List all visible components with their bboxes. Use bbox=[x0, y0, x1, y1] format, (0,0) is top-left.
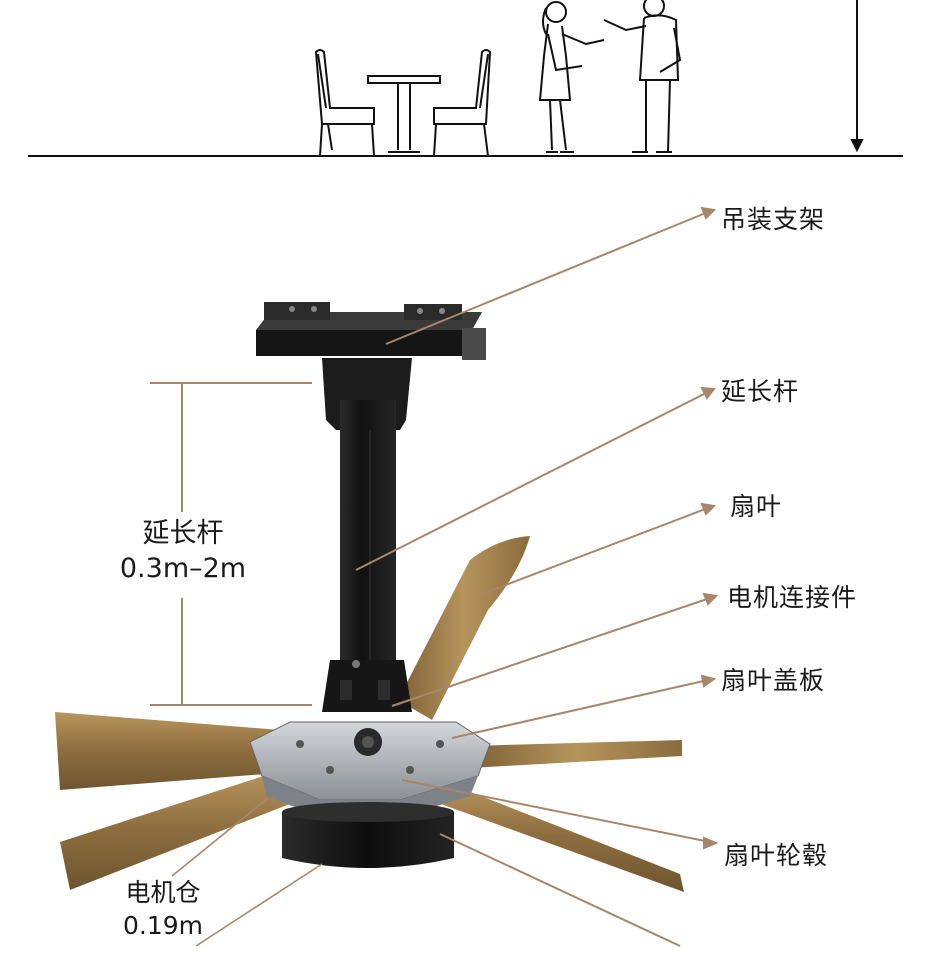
leader-blade-hub bbox=[401, 779, 711, 843]
leader-fan-blade bbox=[481, 507, 709, 595]
room-scene bbox=[28, 0, 903, 157]
leader-motor-connector bbox=[391, 597, 711, 707]
fan-blades bbox=[55, 536, 684, 892]
chair-left-icon bbox=[314, 49, 375, 157]
man-figure-icon bbox=[603, 0, 682, 153]
label-blade-hub: 扇叶轮毂 bbox=[724, 841, 829, 870]
label-blade-cover-plate: 扇叶盖板 bbox=[721, 666, 826, 695]
fan-blade-right-lower bbox=[430, 780, 684, 892]
height-arrow-head bbox=[850, 139, 864, 153]
label-fan-blade: 扇叶 bbox=[730, 492, 783, 521]
leader-hanging-bracket bbox=[385, 211, 709, 345]
motor-housing bbox=[282, 802, 454, 868]
rod-dimension-label: 延长杆 bbox=[142, 518, 224, 549]
extension-rod bbox=[322, 358, 412, 662]
hanging-bracket bbox=[256, 302, 486, 360]
label-hanging-bracket: 吊装支架 bbox=[721, 205, 826, 234]
woman-figure-icon bbox=[538, 1, 605, 153]
label-motor-connector: 电机连接件 bbox=[727, 583, 858, 612]
fan-blade-right-upper bbox=[470, 740, 682, 768]
fan-blade-left-lower bbox=[60, 770, 300, 890]
fan-blade-left-upper bbox=[55, 712, 290, 790]
rod-dimension-line bbox=[150, 382, 312, 706]
table-icon bbox=[367, 75, 441, 153]
chair-right-icon bbox=[433, 49, 492, 157]
fan-blade-back bbox=[398, 536, 530, 720]
rod-dimension-range: 0.3m–2m bbox=[119, 553, 247, 585]
motor-dimension-label: 电机仓 bbox=[125, 878, 201, 907]
motor-dimension-height: 0.19m bbox=[122, 910, 204, 940]
callout-leaders bbox=[355, 206, 719, 947]
motor-dimension-leaders bbox=[171, 797, 323, 947]
leader-hub-secondary bbox=[439, 833, 681, 947]
leader-extension-rod bbox=[355, 391, 709, 571]
motor-dimension-text: 电机仓 0.19m bbox=[108, 877, 218, 942]
leader-blade-cover-plate bbox=[451, 679, 709, 739]
rod-dimension-text: 延长杆 0.3m–2m bbox=[98, 516, 268, 586]
label-extension-rod: 延长杆 bbox=[721, 377, 800, 406]
motor-connector bbox=[322, 660, 412, 712]
